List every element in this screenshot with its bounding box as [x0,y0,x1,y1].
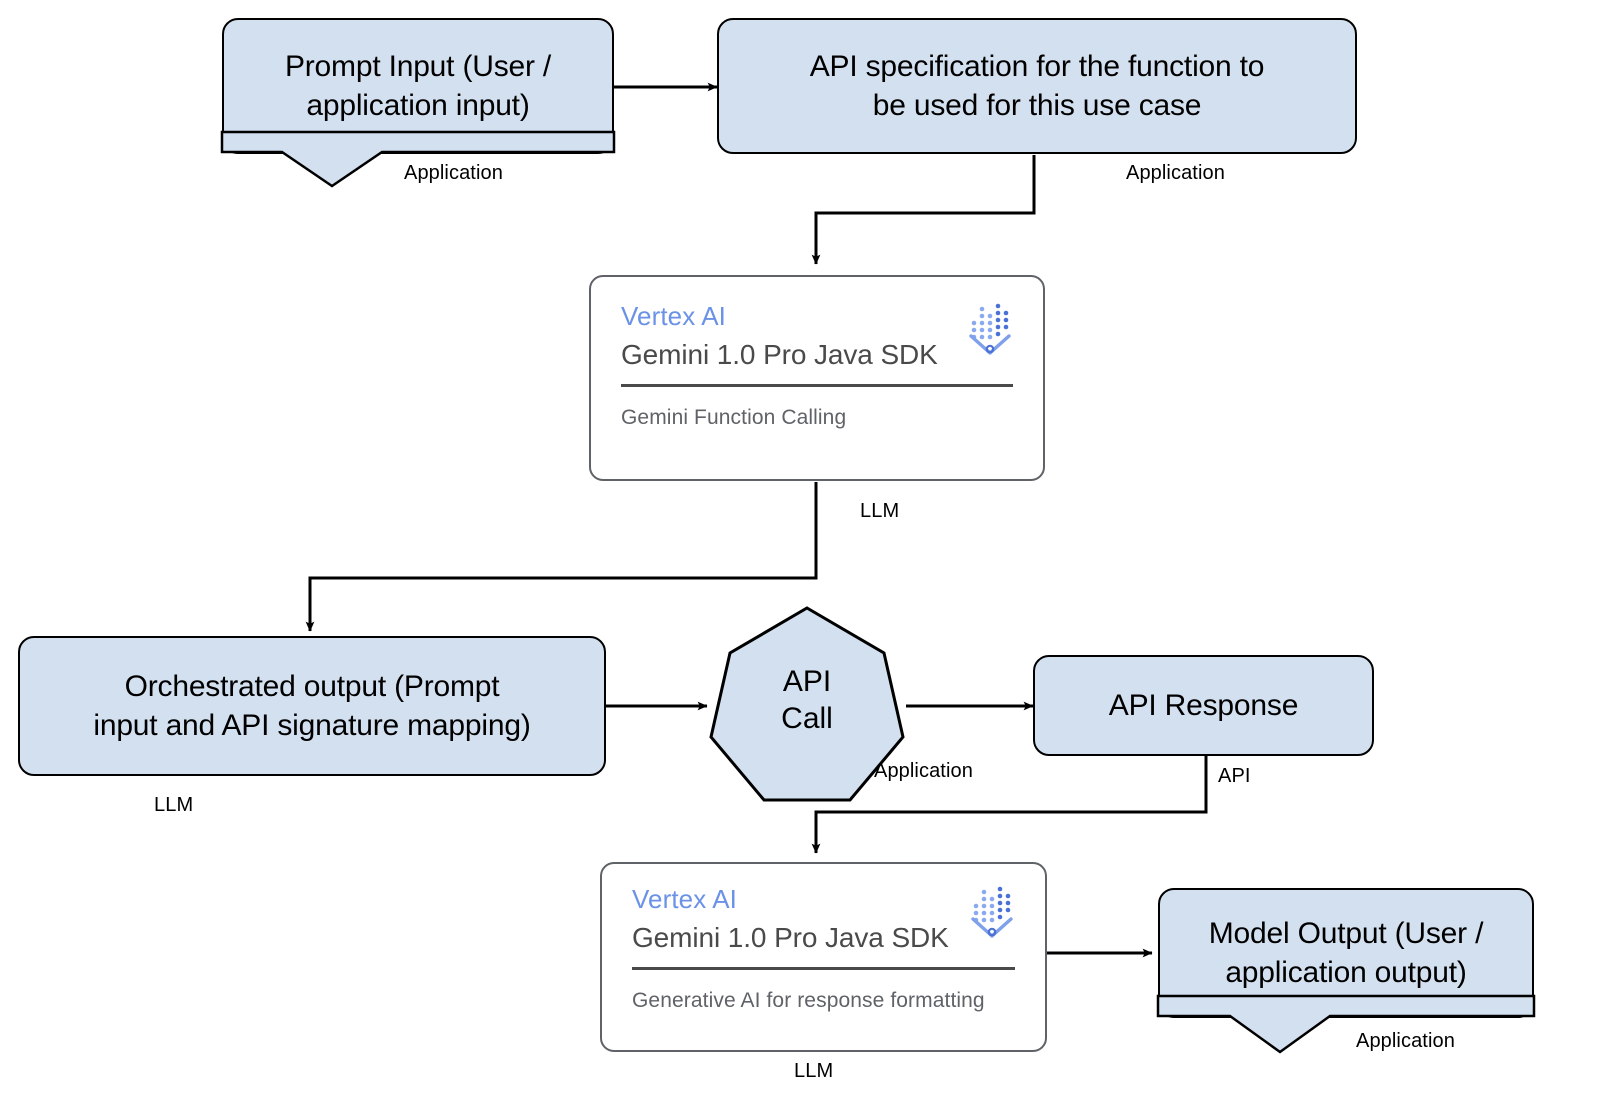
card-divider [632,967,1015,971]
caption-vertex-card-top: LLM [860,500,900,522]
node-label-line1: API specification for the function to [809,50,1265,83]
node-prompt-input[interactable]: Prompt Input (User / application input) [220,18,616,188]
caption-api-call: Application [874,760,973,782]
caption-orchestrated-output: LLM [154,794,194,816]
node-label-line2: input and API signature mapping) [93,709,531,742]
node-orchestrated-output[interactable]: Orchestrated output (Prompt input and AP… [18,636,606,776]
vertex-brand-label: Vertex AI [632,884,737,914]
vertex-subtitle-label: Gemini Function Calling [621,406,847,430]
node-vertex-card-top[interactable]: Vertex AI Gemini 1.0 Pro Java SDK Gemini… [589,275,1045,481]
callout-tail [1156,994,1536,1054]
node-shape [1033,655,1374,756]
edge-api-spec-to-vertex-top [811,155,1036,265]
node-label-line1: Model Output (User / [1208,917,1484,950]
caption-prompt-input: Application [404,162,503,184]
caption-model-output: Application [1356,1030,1455,1052]
node-api-response[interactable]: API Response [1033,655,1374,756]
node-shape [717,18,1357,154]
vertex-model-label: Gemini 1.0 Pro Java SDK [621,339,938,371]
heptagon-shape [709,606,905,802]
node-model-output[interactable]: Model Output (User / application output) [1156,888,1536,1054]
node-label-line1: API [782,665,832,698]
node-shape [18,636,606,776]
caption-api-response: API [1218,765,1251,787]
node-label-line1: Orchestrated output (Prompt [124,670,500,703]
vertex-subtitle-label: Generative AI for response formatting [632,989,985,1013]
caption-vertex-card-bottom: LLM [794,1060,834,1082]
node-api-spec[interactable]: API specification for the function to be… [717,18,1357,154]
card-divider [621,384,1013,388]
vertex-ai-logo-icon [971,886,1013,938]
vertex-ai-logo-icon [969,303,1011,355]
node-label-line2: application input) [306,89,530,122]
node-api-call[interactable]: API Call [707,604,907,804]
node-label-line2: be used for this use case [872,89,1202,122]
node-label-line2: Call [781,701,833,735]
node-label-line1: Prompt Input (User / [284,50,552,83]
vertex-model-label: Gemini 1.0 Pro Java SDK [632,922,949,954]
vertex-brand-label: Vertex AI [621,301,726,331]
callout-tail [220,130,616,188]
node-label: API Response [1108,689,1299,722]
node-label-line2: application output) [1225,956,1467,989]
node-vertex-card-bottom[interactable]: Vertex AI Gemini 1.0 Pro Java SDK Genera… [600,862,1047,1052]
caption-api-spec: Application [1126,162,1225,184]
